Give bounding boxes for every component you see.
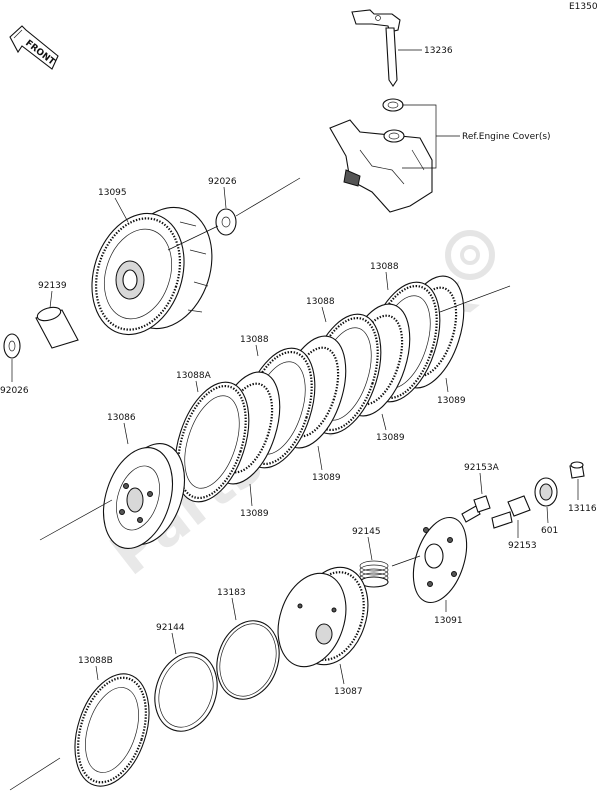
label-13088-b: 13088 (306, 297, 335, 307)
part-13095-clutch-housing (91, 206, 213, 336)
part-13087-clutch-hub (277, 566, 369, 668)
clutch-plate-stack (174, 275, 465, 503)
label-13091: 13091 (434, 616, 463, 626)
label-13236: 13236 (424, 46, 453, 56)
part-92153-bolt (491, 495, 531, 529)
part-92145-spring (359, 560, 389, 588)
part-13088B-friction-plate (74, 673, 150, 787)
part-92144-ring (154, 652, 218, 732)
label-13089-d: 13089 (240, 509, 269, 519)
front-arrow-icon (9, 25, 59, 70)
label-92026-left: 92026 (0, 386, 29, 396)
label-13088A: 13088A (176, 371, 212, 381)
part-92153A-bolt (461, 495, 491, 523)
label-13087: 13087 (334, 687, 363, 697)
part-13116-pin (569, 461, 585, 479)
label-13095: 13095 (98, 188, 127, 198)
label-92144: 92144 (156, 623, 185, 633)
part-92026-washer-top (215, 208, 237, 236)
label-13089-c: 13089 (312, 473, 341, 483)
label-13088-c: 13088 (240, 335, 269, 345)
label-13089-b: 13089 (376, 433, 405, 443)
ref-engine-cover (329, 98, 433, 213)
diagram-code: E1350 (569, 2, 598, 12)
part-13086-pressure-plate (103, 443, 185, 549)
label-13086: 13086 (107, 413, 136, 423)
part-92026-washer-left (3, 333, 21, 359)
label-13088-a: 13088 (370, 262, 399, 272)
label-13089-a: 13089 (437, 396, 466, 406)
part-601-bearing (534, 477, 558, 507)
part-92139-collar (35, 306, 79, 349)
label-92153A: 92153A (464, 463, 500, 473)
label-13088B: 13088B (78, 656, 113, 666)
label-92026-top: 92026 (208, 177, 237, 187)
part-13236-push-lever (351, 9, 401, 87)
part-13091-spring-plate (412, 516, 468, 604)
label-13183: 13183 (217, 588, 246, 598)
part-13183-ring (216, 620, 280, 700)
label-13116: 13116 (568, 504, 597, 514)
label-ref-engine-cover: Ref.Engine Cover(s) (462, 132, 551, 142)
watermark-gear-icon (445, 230, 495, 280)
label-92145: 92145 (352, 527, 381, 537)
label-92153: 92153 (508, 541, 537, 551)
label-601: 601 (541, 526, 558, 536)
label-92139: 92139 (38, 281, 67, 291)
